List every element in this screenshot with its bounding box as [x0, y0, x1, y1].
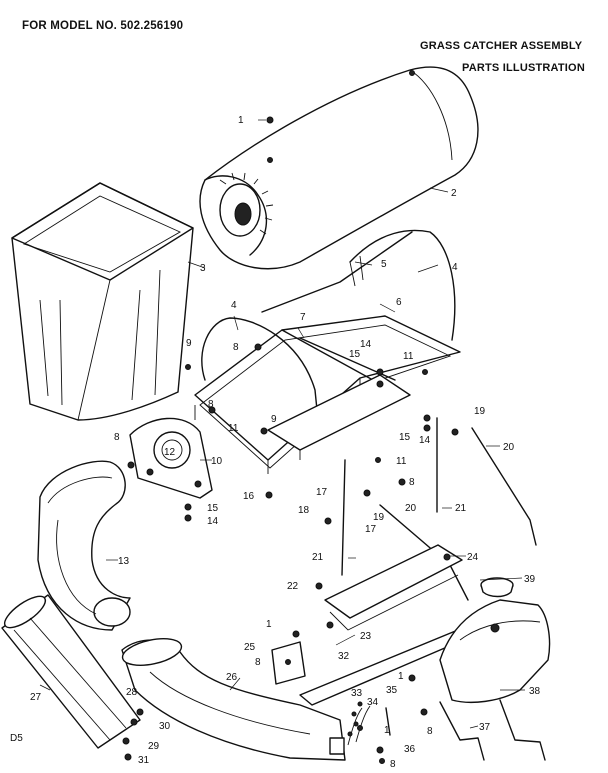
callout-10: 10 [211, 456, 223, 467]
frame-rods-part [201, 229, 456, 421]
callout-30: 30 [159, 721, 171, 732]
corner-code: D5 [10, 733, 23, 744]
model-number: FOR MODEL NO. 502.256190 [22, 20, 184, 32]
callout-15: 15 [349, 349, 361, 360]
bracket-25-part [271, 641, 306, 685]
callout-1: 1 [238, 115, 244, 126]
grass-bag-part [11, 182, 194, 421]
callout-20: 20 [503, 442, 515, 453]
callout-8: 8 [390, 759, 396, 768]
callout-38: 38 [529, 686, 541, 697]
callout-19: 19 [373, 512, 385, 523]
callout-1: 1 [266, 619, 272, 630]
callout-9: 9 [186, 338, 192, 349]
callout-35: 35 [386, 685, 398, 696]
cap-39-part [480, 577, 514, 598]
callout-4: 4 [231, 300, 237, 311]
cover-hole [409, 70, 415, 76]
callout-21: 21 [455, 503, 467, 514]
cross-brace-part [324, 544, 463, 631]
callout-8: 8 [255, 657, 261, 668]
callout-14: 14 [419, 435, 431, 446]
bag-cover-part [199, 66, 479, 270]
callout-11: 11 [403, 351, 414, 362]
callout-18: 18 [298, 505, 310, 516]
screw-1-top [258, 116, 274, 124]
leader-lines [39, 187, 525, 729]
callout-37: 37 [479, 722, 491, 733]
callout-29: 29 [148, 741, 160, 752]
callout-3: 3 [200, 263, 206, 274]
callout-22: 22 [287, 581, 299, 592]
callout-33: 33 [351, 688, 363, 699]
hardware-fasteners [122, 343, 459, 764]
callout-16: 16 [243, 491, 255, 502]
hanger-brackets-part [439, 699, 546, 761]
callout-36: 36 [404, 744, 416, 755]
callout-24: 24 [467, 552, 479, 563]
callout-9: 9 [271, 414, 277, 425]
callout-7: 7 [300, 312, 306, 323]
callout-15: 15 [399, 432, 411, 443]
callout-6: 6 [396, 297, 402, 308]
callout-20: 20 [405, 503, 417, 514]
callout-26: 26 [226, 672, 238, 683]
callout-23: 23 [360, 631, 372, 642]
adapter-plate-part [129, 417, 213, 499]
lower-chute-part [121, 638, 346, 761]
callout-8: 8 [427, 726, 433, 737]
callout-2: 2 [451, 188, 457, 199]
callout-32: 32 [338, 651, 350, 662]
callout-31: 31 [138, 755, 150, 766]
callout-21: 21 [312, 552, 324, 563]
callout-11: 11 [396, 456, 407, 467]
callout-14: 14 [207, 516, 219, 527]
callout-15: 15 [207, 503, 219, 514]
elbow-chute-part [37, 460, 131, 631]
callout-19: 19 [474, 406, 486, 417]
callout-1: 1 [384, 725, 390, 736]
main-frame-part [194, 315, 461, 474]
callout-17: 17 [316, 487, 328, 498]
callout-8: 8 [409, 477, 415, 488]
callout-5: 5 [381, 259, 387, 270]
callout-25: 25 [244, 642, 256, 653]
callout-1: 1 [398, 671, 404, 682]
callout-4: 4 [452, 262, 458, 273]
callout-27: 27 [30, 692, 42, 703]
cover-hole [267, 157, 273, 163]
callout-13: 13 [118, 556, 130, 567]
callout-14: 14 [360, 339, 372, 350]
callout-39: 39 [524, 574, 536, 585]
callout-12: 12 [164, 447, 176, 458]
deflector-hood-part [439, 599, 551, 703]
callout-34: 34 [367, 697, 379, 708]
callout-11: 11 [228, 423, 239, 434]
callout-labels: 1 2 3 4 4 5 6 7 8 8 8 8 9 9 10 11 11 11 … [30, 115, 541, 770]
callout-8: 8 [208, 399, 214, 410]
callout-28: 28 [126, 687, 138, 698]
callout-8: 8 [114, 432, 120, 443]
frame-tray-part [267, 374, 411, 460]
callout-17: 17 [365, 524, 377, 535]
spring-chain-part [329, 701, 391, 755]
straight-tube-part [1, 594, 141, 749]
title-line-1: GRASS CATCHER ASSEMBLY [420, 40, 583, 52]
title-line-2: PARTS ILLUSTRATION [462, 62, 585, 74]
callout-8: 8 [233, 342, 239, 353]
